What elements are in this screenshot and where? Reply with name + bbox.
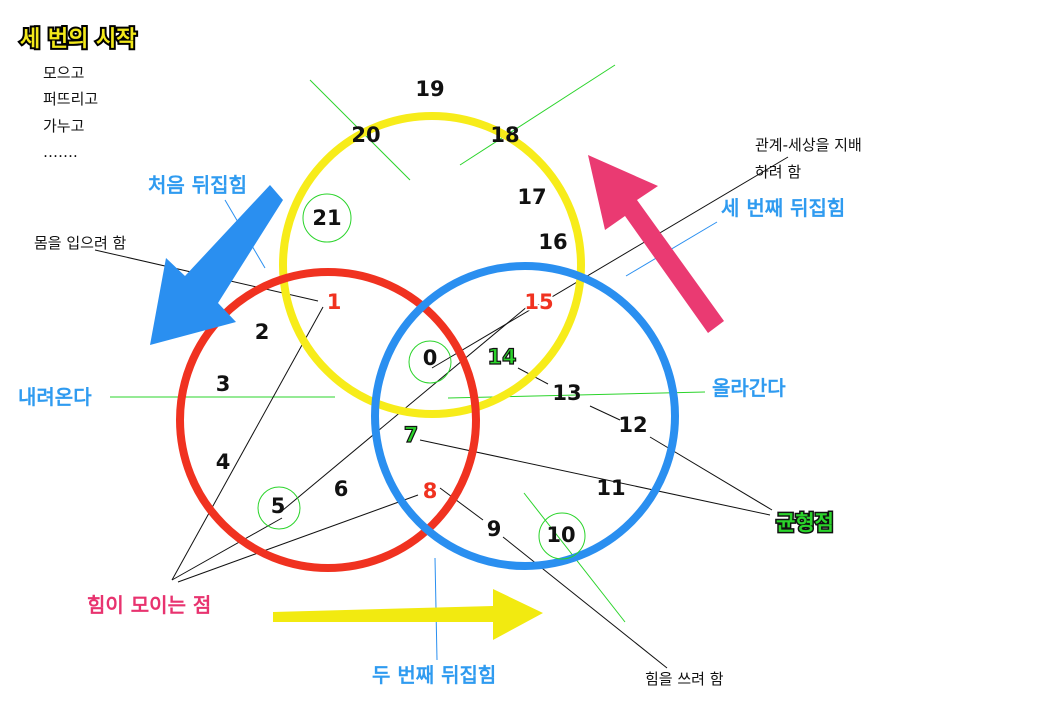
number-12: 12: [618, 413, 647, 437]
number-3: 3: [216, 372, 231, 396]
number-6: 6: [334, 477, 349, 501]
label-descend: 내려온다: [18, 385, 92, 409]
label-want-rule-line2: 하려 함: [755, 163, 801, 181]
diagram-title: 세 번의 시작: [20, 27, 137, 52]
step-balance: 가누고: [43, 117, 84, 135]
number-1: 1: [327, 290, 342, 314]
label-first-flip: 처음 뒤집힘: [148, 173, 247, 197]
number-0: 0: [423, 346, 438, 370]
number-20: 20: [351, 123, 380, 147]
label-gather-point: 힘이 모이는 점: [87, 593, 211, 617]
yellow-arrow: [273, 589, 543, 640]
number-18: 18: [490, 123, 519, 147]
label-want-rule-line1: 관계-세상을 지배: [755, 136, 862, 154]
number-10: 10: [546, 523, 575, 547]
number-19: 19: [415, 77, 444, 101]
step-spread: 퍼뜨리고: [43, 90, 98, 108]
green-marker-circles: [257, 193, 586, 560]
blue-arrow: [150, 185, 283, 345]
step-gather: 모으고: [43, 64, 84, 82]
label-second-flip: 두 번째 뒤집힘: [372, 663, 496, 687]
number-7: 7: [404, 423, 419, 447]
label-want-body: 몸을 입으려 함: [34, 234, 127, 252]
number-8: 8: [423, 479, 438, 503]
label-want-power: 힘을 쓰려 함: [645, 670, 724, 688]
number-21: 21: [312, 206, 341, 230]
number-9: 9: [487, 517, 502, 541]
blue-circle: [371, 262, 679, 570]
number-17: 17: [517, 185, 546, 209]
label-balance-point: 균형점: [776, 511, 834, 535]
step-ellipsis: …….: [43, 143, 78, 161]
number-14: 14: [487, 345, 516, 369]
number-13: 13: [552, 381, 581, 405]
number-16: 16: [538, 230, 567, 254]
yellow-circle: [279, 112, 585, 418]
red-circle: [176, 268, 480, 572]
number-2: 2: [255, 320, 270, 344]
number-11: 11: [596, 476, 625, 500]
number-5: 5: [271, 494, 286, 518]
number-15: 15: [524, 290, 553, 314]
number-4: 4: [216, 450, 231, 474]
label-third-flip: 세 번째 뒤집힘: [721, 196, 845, 220]
label-ascend: 올라간다: [712, 376, 786, 400]
pink-arrow: [588, 155, 724, 333]
